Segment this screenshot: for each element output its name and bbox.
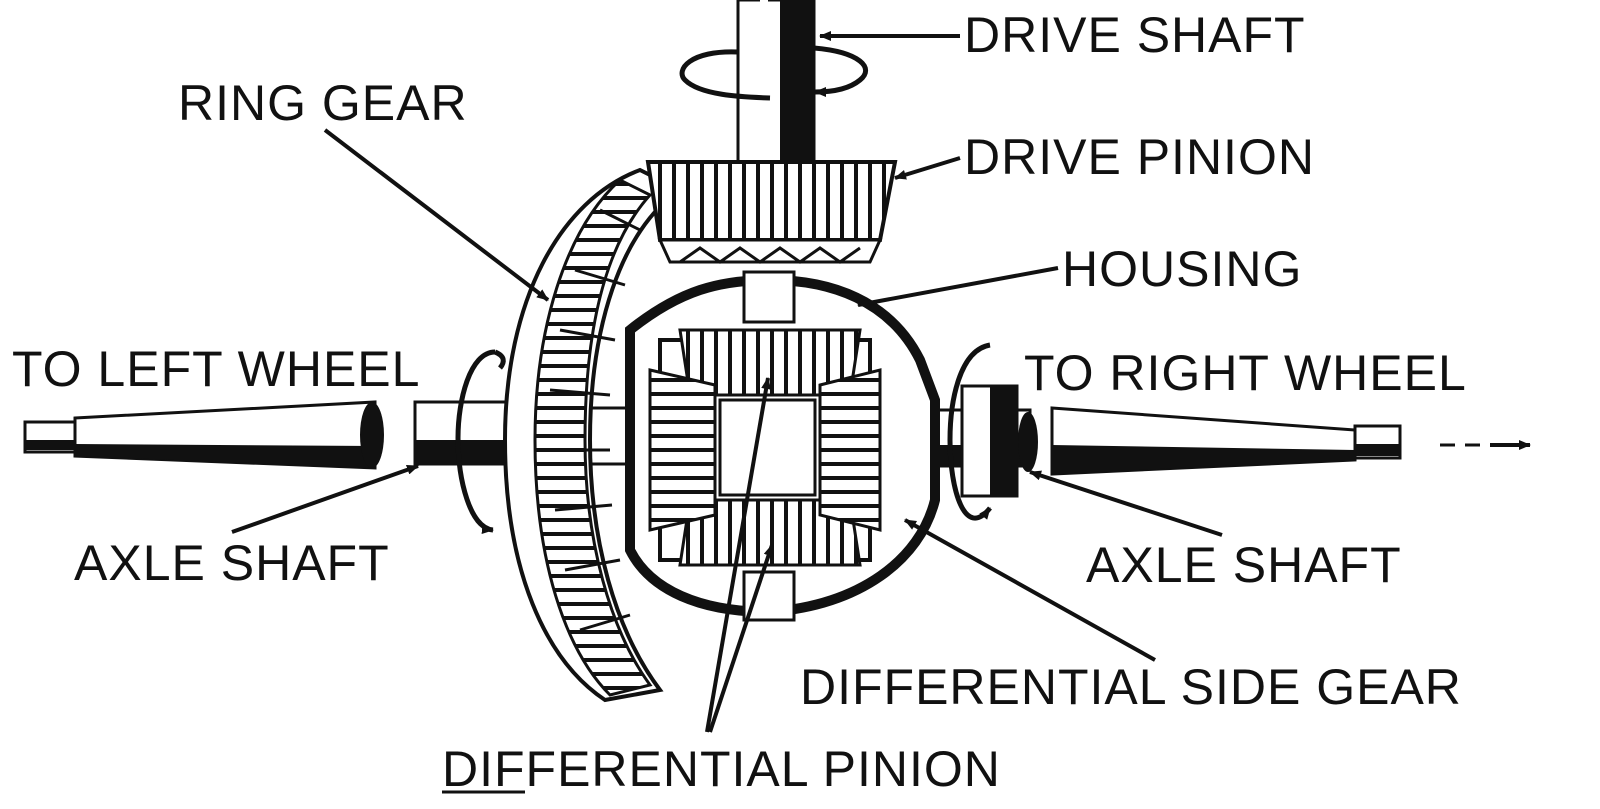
label-drive-shaft: DRIVE SHAFT	[964, 7, 1306, 63]
leader-ring-gear	[323, 128, 550, 302]
label-differential-side-gear: DIFFERENTIAL SIDE GEAR	[800, 659, 1462, 715]
label-differential-pinion: DIFFERENTIAL PINION	[442, 741, 1001, 797]
label-ring-gear: RING GEAR	[178, 75, 468, 131]
label-housing: HOUSING	[1062, 241, 1302, 297]
leader-housing	[857, 266, 1059, 308]
label-axle-shaft-right: AXLE SHAFT	[1086, 537, 1402, 593]
leader-differential-pinion-b	[708, 544, 774, 733]
drive-shaft-rotation-arrow	[679, 45, 868, 101]
differential-side-gears	[648, 328, 882, 567]
leader-differential-pinion-a	[705, 377, 772, 733]
label-to-right-wheel: TO RIGHT WHEEL	[1024, 345, 1467, 401]
label-axle-shaft-left: AXLE SHAFT	[74, 535, 390, 591]
leader-lines	[231, 31, 1223, 733]
leader-axle-shaft-left	[231, 464, 419, 534]
leader-drive-pinion	[894, 156, 961, 180]
label-to-left-wheel: TO LEFT WHEEL	[12, 341, 420, 397]
left-rotation-arrow	[455, 349, 506, 535]
right-axle-shaft	[878, 384, 1402, 498]
drive-pinion	[645, 160, 898, 264]
right-rotation-arrow	[947, 342, 992, 521]
leader-differential-side-gear	[904, 518, 1156, 662]
leader-axle-shaft-right	[1029, 470, 1223, 537]
ring-gear	[502, 167, 684, 703]
label-drive-pinion: DRIVE PINION	[964, 129, 1315, 185]
drive-shaft	[736, 0, 816, 177]
